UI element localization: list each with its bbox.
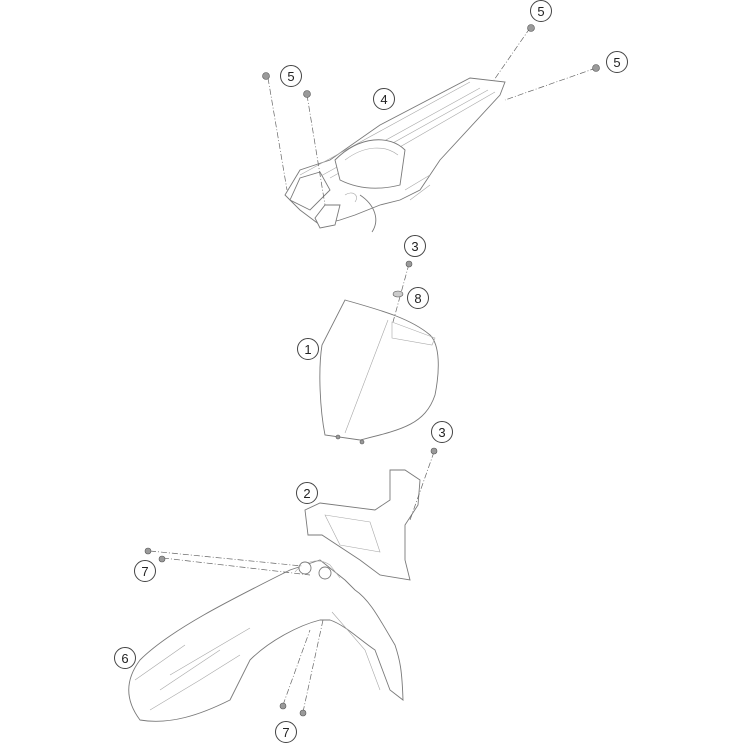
front-fender-part xyxy=(128,547,404,722)
callout-3-screw-upper[interactable]: 3 xyxy=(404,235,426,257)
number-plate-part xyxy=(319,260,439,445)
callout-5-screw-left[interactable]: 5 xyxy=(280,65,302,87)
callout-5-screw-top[interactable]: 5 xyxy=(530,0,552,22)
callout-3-screw-lower[interactable]: 3 xyxy=(431,421,453,443)
callout-7-screw-bottom[interactable]: 7 xyxy=(275,721,297,743)
callout-7-screw-left[interactable]: 7 xyxy=(134,560,156,582)
callout-8-washer[interactable]: 8 xyxy=(407,287,429,309)
rear-fender-part xyxy=(262,24,600,233)
callout-2-headlight-bracket[interactable]: 2 xyxy=(296,482,318,504)
callout-6-front-fender[interactable]: 6 xyxy=(114,647,136,669)
callout-1-number-plate[interactable]: 1 xyxy=(297,338,319,360)
callout-4-rear-fender[interactable]: 4 xyxy=(373,88,395,110)
callout-5-screw-right[interactable]: 5 xyxy=(606,51,628,73)
headlight-bracket-part xyxy=(304,447,438,581)
